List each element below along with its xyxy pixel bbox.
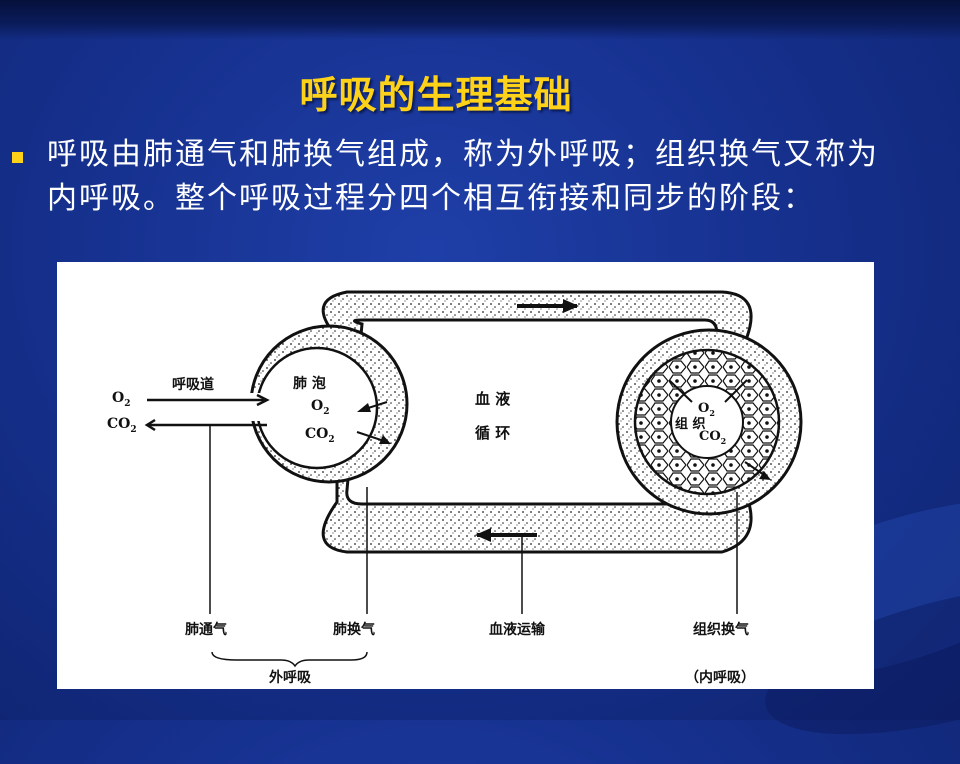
tissue-label: 组 织 [675, 416, 706, 432]
co2-alveolus-label: CO2 [305, 426, 335, 445]
pulmonary-ventilation-label: 肺通气 [185, 621, 227, 638]
blood-label-line2: 循 环 [475, 424, 510, 442]
blood-transport-label: 血液运输 [489, 621, 546, 638]
bullet-marker [12, 152, 23, 163]
o2-left-label: O2 [112, 390, 130, 409]
tissue [615, 328, 803, 516]
o2-tissue-label: O2 [698, 401, 715, 418]
flow-arrows [356, 299, 771, 542]
co2-left-label: CO2 [107, 416, 137, 435]
alveolus-label: 肺 泡 [293, 375, 326, 392]
airway-label: 呼吸道 [172, 376, 214, 393]
tissue-exchange-label: 组织换气 [693, 621, 749, 638]
airway [144, 393, 270, 432]
top-dark-band [0, 0, 960, 40]
leader-lines [209, 425, 738, 614]
o2-alveolus-label: O2 [311, 398, 329, 417]
external-respiration-label: 外呼吸 [269, 669, 312, 686]
external-respiration-brace [211, 651, 368, 668]
bullet-text: 呼吸由肺通气和肺换气组成，称为外呼吸；组织换气又称为内呼吸。整个呼吸过程分四个相… [47, 137, 879, 216]
co2-tissue-label: CO2 [699, 429, 726, 446]
alveolus [207, 324, 409, 484]
internal-respiration-label: （内呼吸） [685, 669, 755, 686]
slide-title: 呼吸的生理基础 [299, 73, 573, 117]
pulmonary-exchange-label: 肺换气 [333, 621, 375, 638]
blood-label-line1: 血 液 [475, 390, 511, 408]
respiration-diagram: 呼吸道 O2 CO2 肺 泡 O2 CO2 血 液 循 环 O2 组 织 CO2… [57, 262, 874, 689]
